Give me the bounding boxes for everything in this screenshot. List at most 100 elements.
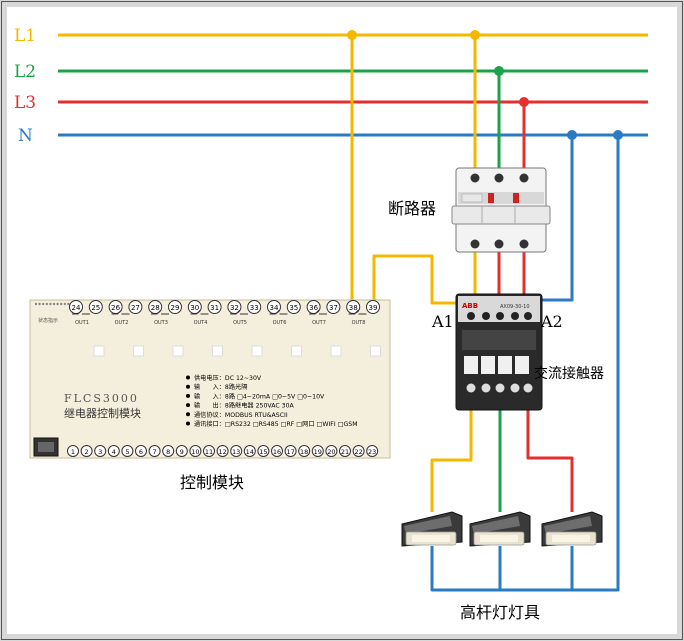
module-bottom-terminal — [67, 445, 79, 457]
wire-contactor-to-lamp3 — [526, 410, 574, 512]
module-bottom-terminal — [311, 445, 324, 457]
module-bottom-terminal — [148, 445, 161, 457]
spec-line: 输 出：8路继电器 250VAC 30A — [194, 402, 295, 410]
module-bottom-terminal-label: 17 — [286, 448, 294, 456]
relay-symbol — [111, 309, 130, 315]
bus-label-l2: L2 — [14, 62, 36, 82]
status-led — [45, 302, 48, 306]
module-bottom-terminal-label: 4 — [112, 448, 116, 456]
module-bottom-terminal-label: 22 — [354, 448, 362, 456]
relay-label: OUT1 — [75, 320, 89, 326]
module-bottom-terminal — [135, 445, 147, 457]
module-bottom-terminal — [339, 445, 351, 457]
module-bottom-terminal-label: 1 — [71, 448, 75, 456]
status-led — [60, 302, 63, 306]
wire-module-to-a1 — [372, 254, 460, 305]
bus-labels: L1 L2 L3 N — [14, 26, 36, 146]
module-top-terminal-label: 39 — [369, 304, 378, 312]
module-top-terminal-label: 29 — [171, 304, 180, 312]
module-top-terminal-label: 26 — [111, 304, 120, 312]
status-led-row — [34, 302, 70, 306]
relay-symbol — [151, 309, 169, 315]
module-bottom-terminal-label: 2 — [85, 448, 89, 456]
bus-label-l1: L1 — [14, 26, 36, 46]
spec-bullet — [186, 421, 190, 426]
module-top-terminal-label: 28 — [151, 304, 160, 312]
bus-label-l3: L3 — [14, 93, 36, 113]
wire-n-to-a2 — [540, 135, 574, 302]
module-bottom-terminal-label: 8 — [166, 448, 170, 456]
relay-label: OUT3 — [154, 320, 168, 326]
module-bottom-terminal — [107, 445, 120, 457]
contactor-model: AX09-30-10 — [500, 304, 530, 310]
module-top-terminal — [207, 300, 222, 314]
module-model: FLCS3000 — [64, 392, 139, 405]
relay-window — [93, 345, 105, 357]
module-top-terminal-label: 31 — [210, 304, 219, 312]
module-bottom-terminal-label: 3 — [98, 448, 102, 456]
module-bottom-terminal-label: 16 — [273, 448, 281, 456]
relay-label: OUT7 — [312, 320, 326, 326]
junction-dot — [494, 66, 504, 76]
module-bottom-terminal-label: 11 — [205, 448, 213, 456]
module-bottom-terminal — [271, 445, 283, 457]
module-top-terminal — [366, 300, 380, 314]
bus-label-n: N — [18, 126, 33, 146]
relay-window — [172, 345, 184, 357]
module-top-terminal — [247, 300, 262, 314]
module-bottom-terminal — [257, 445, 270, 457]
module-bottom-terminal — [216, 445, 229, 457]
floodlight-icon — [541, 511, 603, 547]
module-bottom-terminal — [325, 445, 338, 457]
circuit-breaker: 断路器 — [388, 167, 551, 253]
module-top-terminal — [168, 300, 182, 314]
relay-label: OUT6 — [273, 320, 287, 326]
module-top-terminal-label: 35 — [289, 304, 298, 312]
junction-dot — [519, 97, 529, 107]
coil-a2-label: A2 — [540, 312, 563, 331]
module-top-terminal-label: 38 — [349, 304, 358, 312]
module-top-terminal-label: 32 — [230, 304, 239, 312]
spec-bullet — [186, 393, 190, 398]
module-bottom-terminal — [366, 445, 379, 457]
status-led — [52, 302, 56, 306]
relay-window — [330, 345, 342, 357]
breaker-label: 断路器 — [388, 199, 436, 218]
module-top-terminal — [128, 300, 143, 314]
lamp-group — [401, 511, 603, 547]
module-bottom-terminal — [298, 445, 311, 457]
relay-label: OUT5 — [233, 320, 247, 326]
relay-label: OUT4 — [194, 320, 208, 326]
spec-line: 供电电压：DC 12~30V — [194, 374, 262, 382]
relay-symbol — [72, 309, 90, 315]
module-bottom-terminal-label: 7 — [153, 448, 157, 456]
spec-bullet — [186, 403, 190, 408]
floodlight-icon — [401, 511, 463, 547]
relay-window — [251, 345, 263, 357]
wire-n-to-lamps — [430, 135, 620, 592]
status-led — [38, 302, 41, 306]
contactor-label: 交流接触器 — [534, 365, 604, 382]
module-bottom-terminal — [189, 445, 202, 457]
spec-line: 输 入：8路 □4~20mA □0~5V □0~10V — [194, 392, 325, 400]
module-top-terminal-label: 25 — [91, 304, 100, 312]
relay-window — [133, 345, 144, 357]
relay-window — [291, 345, 302, 357]
status-led — [56, 302, 59, 306]
status-led — [63, 302, 66, 306]
relay-symbol — [230, 309, 248, 315]
module-bottom-terminal-label: 5 — [125, 448, 129, 456]
status-indicator-text: 状态指示 — [38, 317, 58, 324]
module-bottom-terminal — [94, 445, 107, 457]
module-bottom-terminal-label: 19 — [314, 448, 322, 456]
module-bottom-terminal — [352, 445, 365, 457]
junctions — [347, 30, 623, 140]
lamps-label: 高杆灯灯具 — [460, 603, 540, 622]
module-bottom-terminal-label: 15 — [259, 448, 267, 456]
relay-symbol — [309, 309, 327, 315]
module-bottom-terminal-label: 14 — [246, 448, 254, 456]
relay-symbol — [348, 309, 367, 315]
